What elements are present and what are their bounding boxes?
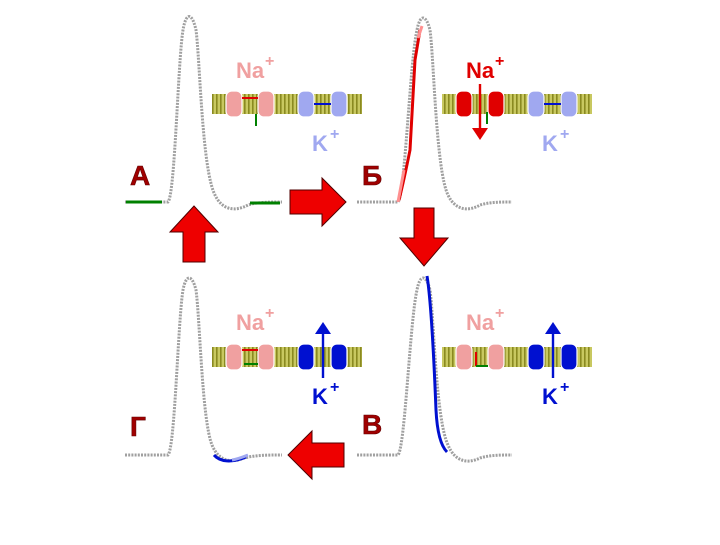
panel-label-b: Б bbox=[362, 160, 382, 191]
panel-label-a: А bbox=[130, 160, 150, 191]
flow-arrows bbox=[168, 176, 450, 481]
panel-g: Na + K + Г bbox=[125, 276, 362, 463]
membrane-v bbox=[442, 347, 592, 367]
arrow-up-icon bbox=[168, 205, 220, 263]
panel-v: Na + K + В bbox=[357, 275, 592, 463]
na-label-v: Na bbox=[466, 310, 495, 335]
arrow-right-icon bbox=[289, 176, 347, 228]
k-label-a: K bbox=[312, 131, 328, 156]
na-label-b: Na bbox=[466, 58, 495, 83]
panel-label-g: Г bbox=[130, 411, 146, 442]
k-sup-v: + bbox=[560, 379, 569, 396]
action-potential-trace-b bbox=[357, 16, 513, 211]
k-sup-b: + bbox=[560, 126, 569, 143]
panel-b: Na + K + Б bbox=[357, 16, 592, 211]
panel-a: Na + K + А bbox=[125, 15, 362, 211]
na-channel-a bbox=[225, 90, 275, 126]
arrow-left-icon bbox=[287, 429, 345, 481]
membrane-g bbox=[212, 347, 362, 367]
arrow-down-icon bbox=[398, 207, 450, 267]
falling-phase-highlight-v bbox=[425, 275, 449, 454]
action-potential-trace-a bbox=[125, 15, 283, 211]
k-channel-v bbox=[527, 322, 578, 378]
k-label-b: K bbox=[542, 131, 558, 156]
na-sup-v: + bbox=[495, 305, 504, 322]
na-label-a: Na bbox=[236, 58, 265, 83]
na-sup-g: + bbox=[265, 305, 274, 322]
k-sup-a: + bbox=[330, 126, 339, 143]
action-potential-trace-g bbox=[125, 276, 283, 463]
panel-label-v: В bbox=[362, 409, 382, 440]
na-sup-a: + bbox=[265, 53, 274, 70]
k-sup-g: + bbox=[330, 379, 339, 396]
na-channel-g bbox=[225, 343, 275, 371]
k-channel-g bbox=[297, 322, 348, 378]
k-channel-b bbox=[527, 90, 578, 118]
k-label-g: K bbox=[312, 384, 328, 409]
k-channel-a bbox=[297, 90, 348, 118]
na-channel-b bbox=[455, 84, 505, 140]
undershoot-light-g bbox=[231, 453, 249, 462]
na-channel-v bbox=[455, 343, 505, 371]
na-label-g: Na bbox=[236, 310, 265, 335]
k-label-v: K bbox=[542, 384, 558, 409]
rising-phase-light-b bbox=[396, 25, 424, 203]
na-sup-b: + bbox=[495, 53, 504, 70]
